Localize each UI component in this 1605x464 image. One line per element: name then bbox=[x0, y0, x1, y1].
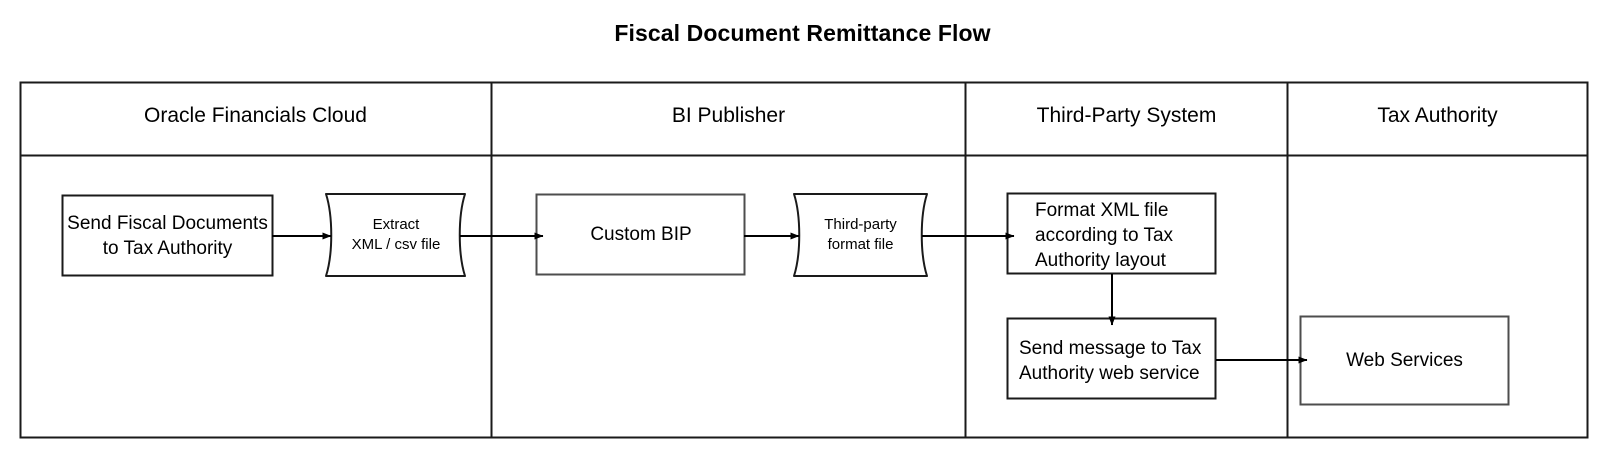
lane-header-bi-publisher: BI Publisher bbox=[671, 104, 786, 127]
node-extract-xml-csv-file[interactable] bbox=[325, 193, 466, 277]
node-third-party-format-file[interactable] bbox=[793, 193, 928, 277]
node-label-send-message-to-tax-authority: Send message to Tax Authority web servic… bbox=[1019, 338, 1202, 384]
node-label-send-fiscal-documents: Send Fiscal Documents to Tax Authority bbox=[67, 213, 268, 259]
swimlane-frame bbox=[19, 81, 1589, 439]
node-web-services[interactable] bbox=[1299, 315, 1510, 406]
node-format-xml-file[interactable] bbox=[1006, 192, 1217, 275]
node-label-web-services: Web Services bbox=[1346, 350, 1463, 371]
page-title: Fiscal Document Remittance Flow bbox=[614, 20, 991, 46]
node-label-custom-bip: Custom BIP bbox=[590, 224, 692, 245]
lane-header-oracle-financials-cloud: Oracle Financials Cloud bbox=[144, 104, 367, 127]
node-custom-bip[interactable] bbox=[535, 193, 746, 276]
node-label-extract-xml-csv-file: Extract XML / csv file bbox=[351, 216, 441, 253]
lane-header-tax-authority: Tax Authority bbox=[1377, 104, 1498, 127]
node-label-third-party-format-file: Third-party format file bbox=[824, 216, 897, 253]
node-send-fiscal-documents[interactable] bbox=[61, 194, 274, 277]
node-label-format-xml-file: Format XML file according to Tax Authori… bbox=[1035, 200, 1174, 271]
lane-header-third-party-system: Third-Party System bbox=[1036, 104, 1217, 127]
